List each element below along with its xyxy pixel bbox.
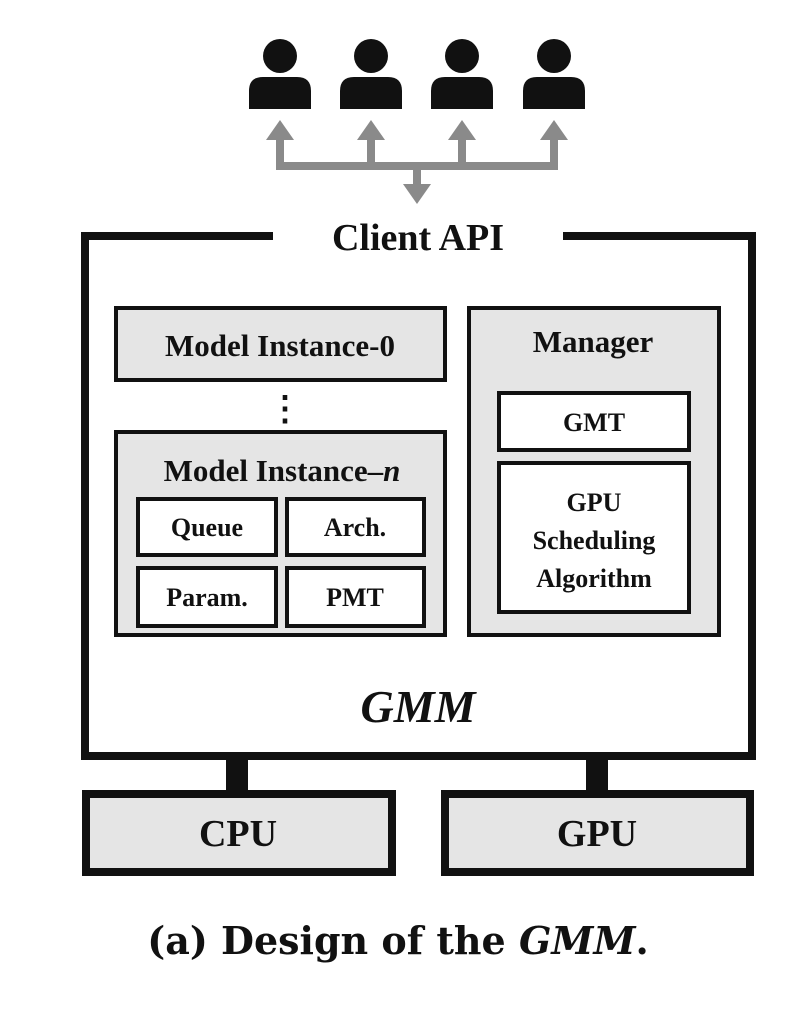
user-icon	[340, 39, 402, 109]
user-icon	[249, 39, 311, 109]
ellipsis: ⋮	[268, 391, 302, 428]
caption-italic: GMM	[518, 918, 636, 963]
queue-label: Queue	[171, 513, 243, 542]
user-icon	[523, 39, 585, 109]
param-label: Param.	[166, 583, 248, 612]
client-arrows	[266, 120, 568, 204]
model-instance-n-label: Model Instance–n	[164, 453, 401, 488]
cpu-label: CPU	[199, 813, 277, 855]
gmm-label: GMM	[360, 681, 477, 732]
queue-box	[136, 497, 278, 557]
caption-suffix: .	[635, 918, 649, 963]
gmt-box	[497, 391, 691, 452]
gpu-connector	[586, 756, 608, 792]
gmt-label: GMT	[563, 408, 625, 437]
manager-label: Manager	[533, 324, 654, 359]
pmt-box	[285, 566, 426, 628]
arch-box	[285, 497, 426, 557]
gpu-label: GPU	[557, 813, 637, 855]
user-icon	[431, 39, 493, 109]
gpu-scheduling-line-3: Algorithm	[536, 564, 652, 593]
figure-caption: (a) Design of the GMM.	[0, 918, 796, 963]
gpu-scheduling-box	[497, 461, 691, 614]
cpu-box	[82, 790, 396, 876]
cpu-connector	[226, 756, 248, 792]
gmm-frame	[81, 232, 756, 760]
param-box	[136, 566, 278, 628]
gpu-box	[441, 790, 754, 876]
model-instance-0-label: Model Instance-0	[165, 328, 395, 363]
gpu-scheduling-line-2: Scheduling	[533, 526, 656, 555]
caption-prefix: (a) Design of the	[147, 918, 519, 963]
model-instance-0-box	[114, 306, 447, 382]
arch-label: Arch.	[324, 513, 386, 542]
gpu-scheduling-line-1: GPU	[567, 488, 622, 517]
pmt-label: PMT	[326, 583, 384, 612]
client-api-label: Client API	[332, 217, 504, 259]
